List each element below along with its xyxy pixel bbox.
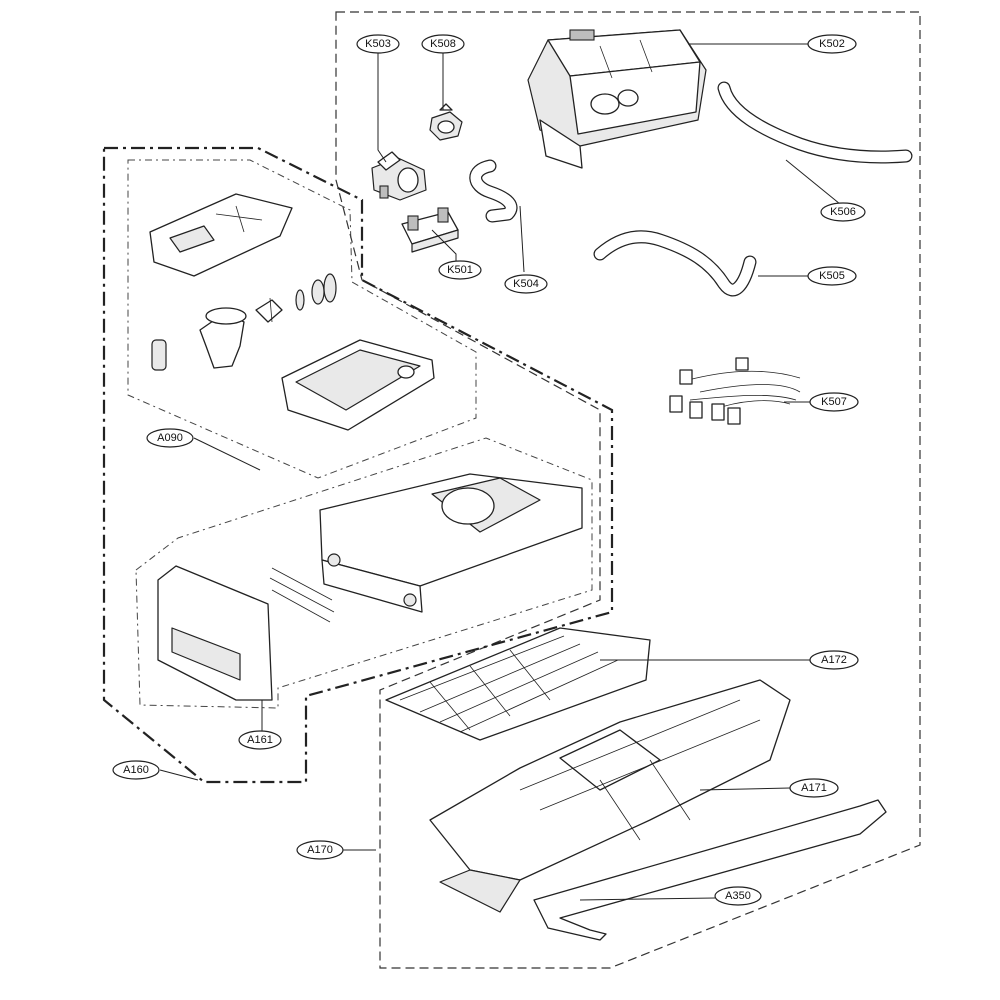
label-k506-text: K506 — [830, 206, 856, 218]
part-a090-tray — [281, 339, 435, 431]
label-k504: K504 — [504, 274, 548, 294]
part-a161-drawer — [319, 473, 583, 613]
part-a090-elbow — [199, 307, 247, 369]
part-k502-tank — [527, 29, 707, 169]
part-a171-frame — [429, 679, 791, 913]
label-a160: A160 — [112, 760, 160, 780]
label-a170: A170 — [296, 840, 344, 860]
part-k501-bracket — [401, 207, 459, 253]
label-k506: K506 — [820, 202, 866, 222]
part-a350-rail — [533, 799, 887, 941]
part-a090-valve — [255, 273, 337, 323]
part-a161-spring — [269, 567, 335, 623]
label-a161: A161 — [238, 730, 282, 750]
group-a160-boundary — [102, 146, 614, 784]
label-k505: K505 — [807, 266, 857, 286]
group-k-boundary — [335, 11, 921, 969]
part-k507-harness — [669, 357, 801, 425]
label-k501: K501 — [438, 260, 482, 280]
label-k508: K508 — [421, 34, 465, 54]
label-k508-text: K508 — [430, 38, 456, 50]
label-k502: K502 — [807, 34, 857, 54]
label-a350: A350 — [714, 886, 762, 906]
label-k502-text: K502 — [819, 38, 845, 50]
label-a171-text: A171 — [801, 782, 827, 794]
label-k505-text: K505 — [819, 270, 845, 282]
label-a090: A090 — [146, 428, 194, 448]
label-k504-text: K504 — [513, 278, 539, 290]
label-a160-text: A160 — [123, 764, 149, 776]
label-k503: K503 — [356, 34, 400, 54]
label-a170-text: A170 — [307, 844, 333, 856]
label-a172: A172 — [809, 650, 859, 670]
part-k505-hose — [593, 230, 757, 297]
label-k507-text: K507 — [821, 396, 847, 408]
part-k503-valve — [371, 151, 427, 201]
label-a161-text: A161 — [247, 734, 273, 746]
label-k503-text: K503 — [365, 38, 391, 50]
label-a350-text: A350 — [725, 890, 751, 902]
part-k504-hose — [469, 159, 518, 223]
part-k508-clip — [429, 103, 463, 141]
part-a090-cap — [149, 193, 293, 277]
group-a090-boundary — [127, 159, 477, 479]
label-k501-text: K501 — [447, 264, 473, 276]
label-a090-text: A090 — [157, 432, 183, 444]
part-k506-hose — [717, 81, 913, 164]
label-k507: K507 — [809, 392, 859, 412]
label-a172-text: A172 — [821, 654, 847, 666]
group-a161-boundary — [135, 437, 593, 709]
part-a090-ring — [151, 339, 167, 371]
leader-lines — [159, 43, 841, 901]
label-a171: A171 — [789, 778, 839, 798]
part-a161-front-panel — [157, 565, 273, 701]
part-a172-grille — [385, 627, 651, 741]
